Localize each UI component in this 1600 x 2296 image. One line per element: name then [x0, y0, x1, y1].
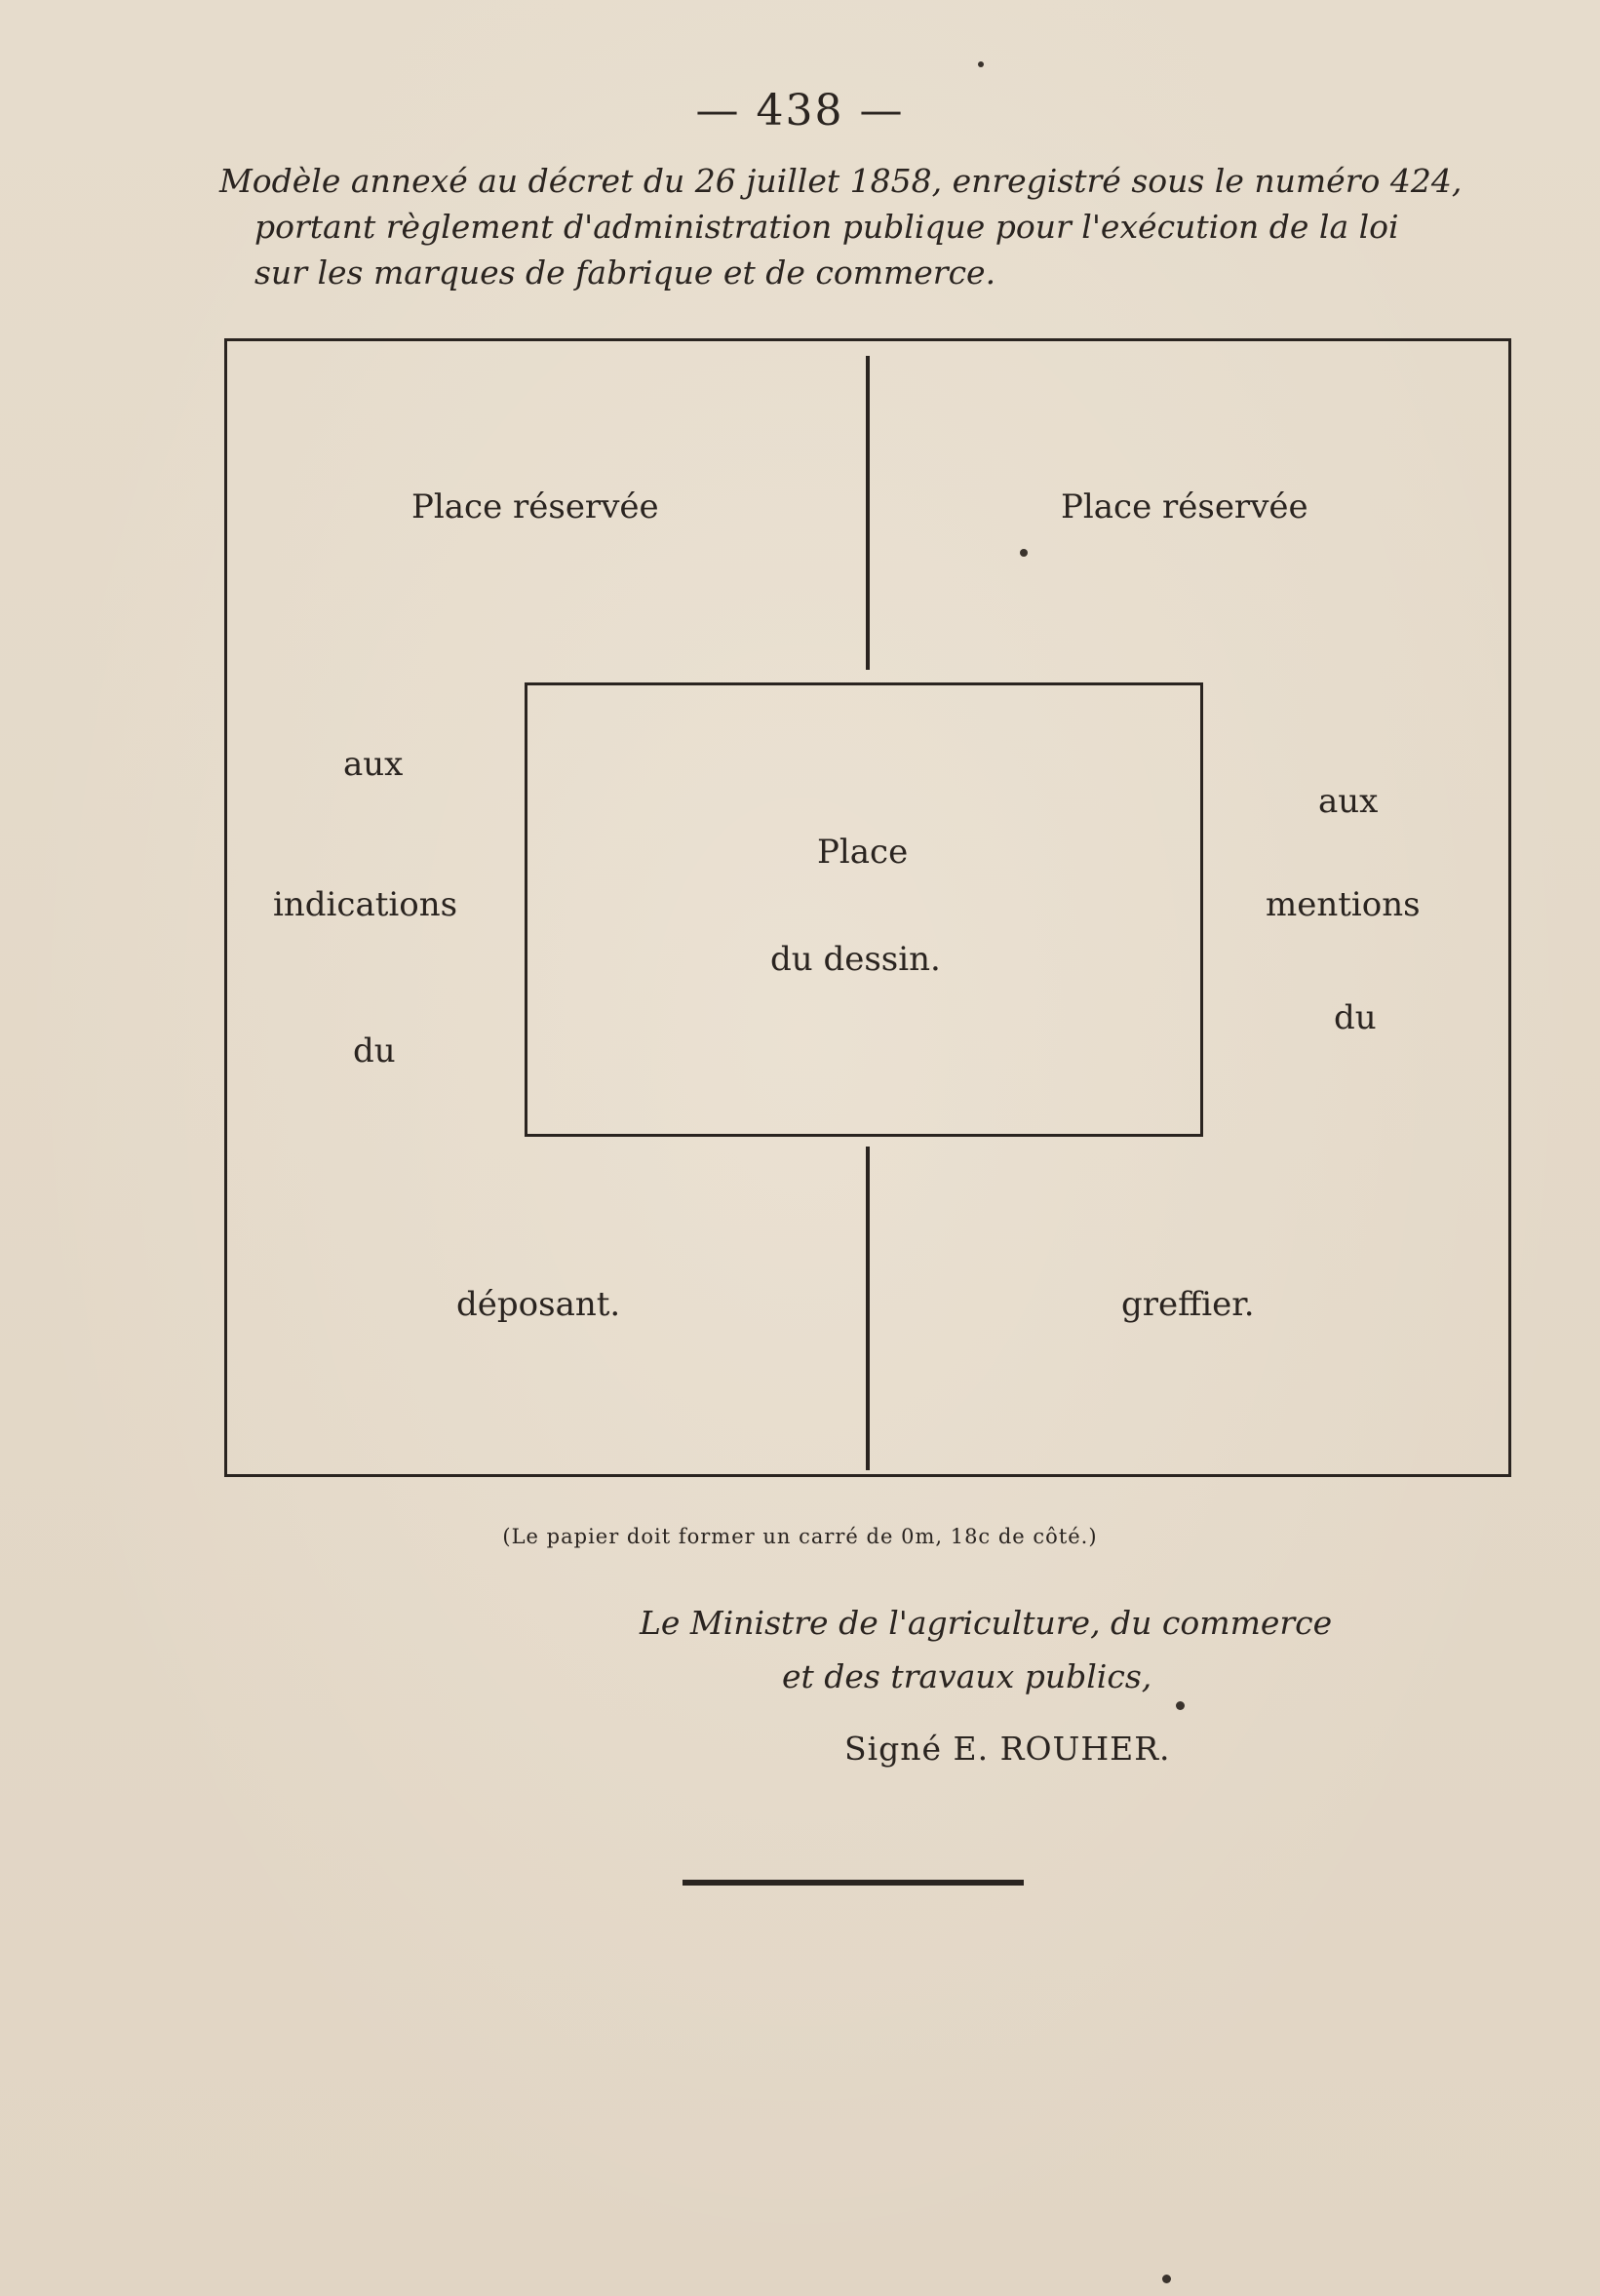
- paper-speck: [1020, 549, 1028, 557]
- closing-rule: [683, 1880, 1024, 1886]
- label-bottom-left: déposant.: [456, 1285, 621, 1324]
- heading-line-3: sur les marques de fabrique et de commer…: [254, 253, 996, 292]
- label-left-du: du: [353, 1031, 396, 1070]
- diagram-bottom-divider: [866, 1147, 870, 1470]
- diagram-outer-frame: [224, 338, 1511, 1477]
- label-top-left: Place réservée: [411, 487, 659, 526]
- paper-speck: [1162, 2275, 1171, 2283]
- signature-line-1: Le Ministre de l'agriculture, du commerc…: [640, 1604, 1333, 1642]
- label-right-aux: aux: [1318, 782, 1379, 821]
- label-right-mentions: mentions: [1266, 885, 1421, 924]
- signature-line-3: Signé E. ROUHER.: [844, 1730, 1171, 1768]
- label-right-du: du: [1334, 998, 1377, 1037]
- heading-line-2: portant règlement d'administration publi…: [254, 208, 1399, 246]
- label-top-right: Place réservée: [1061, 487, 1308, 526]
- document-heading: Modèle annexé au décret du 26 juillet 18…: [219, 158, 1531, 295]
- paper-speck: [1176, 1701, 1185, 1710]
- paper-speck: [978, 61, 984, 67]
- label-left-aux: aux: [343, 745, 404, 784]
- signature-line-2: et des travaux publics,: [782, 1657, 1152, 1695]
- page-number: — 438 —: [695, 86, 905, 136]
- label-center-place: Place: [817, 833, 909, 872]
- label-center-dessin: du dessin.: [770, 940, 941, 979]
- diagram-caption: (Le papier doit former un carré de 0m, 1…: [502, 1525, 1098, 1548]
- label-left-indications: indications: [273, 885, 458, 924]
- heading-line-1: Modèle annexé au décret du 26 juillet 18…: [219, 162, 1463, 200]
- diagram-center-box: [525, 682, 1203, 1137]
- diagram-top-divider: [866, 356, 870, 670]
- label-bottom-right: greffier.: [1121, 1285, 1255, 1324]
